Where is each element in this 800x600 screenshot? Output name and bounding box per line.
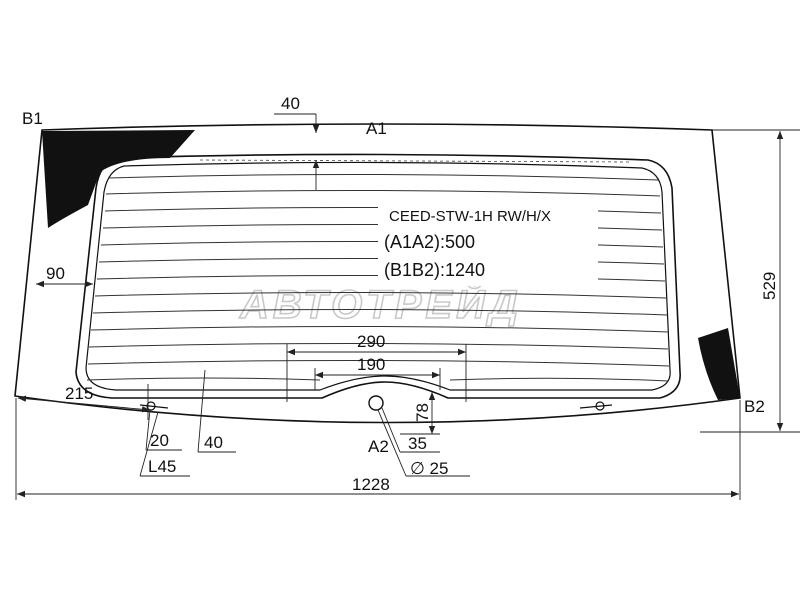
dim-hole-offset-value: 35 [408,434,427,453]
label-b1: B1 [22,109,43,128]
corner-shade-left [42,130,195,228]
dim-side-margin-value: 90 [46,264,65,283]
info-box [378,202,598,286]
label-b2: B2 [744,397,765,416]
model-code: CEED-STW-1H RW/H/X [389,208,551,225]
dim-clip-spacing-value: 40 [204,433,223,452]
dim-top-margin [274,113,320,190]
clip-left [139,401,169,411]
dim-width-value: 1228 [352,475,390,494]
dim-edge-offset-value: 215 [65,384,93,403]
dim-hole-callouts [377,407,470,477]
dim-height-value: 529 [760,272,779,300]
silkscreen-frame-outer [75,153,681,399]
label-a1: A1 [366,119,387,138]
dim-hole-diameter-value: ∅ 25 [410,459,448,478]
dim-hole-spacing-outer [286,344,467,402]
dim-clip-callouts [139,369,236,477]
dim-top-margin-value: 40 [281,94,300,113]
silkscreen-frame-inner [85,161,671,391]
dim-width [15,398,741,500]
dim-clip-offset-value: 20 [150,431,169,450]
watermark: АВТОТРЕЙД [239,280,522,327]
corner-shade-right [698,328,740,400]
dim-hole-spacing-inner [314,368,441,390]
center-hole [368,395,384,411]
glass-outline [14,123,741,424]
clip-right [579,401,613,411]
dim-height [700,129,800,433]
dim-notch-height [400,392,440,435]
dim-edge-offset [17,384,151,420]
dim-notch-height-value: 78 [413,403,432,422]
dimension-b1b2: (B1B2):1240 [384,260,485,280]
dimension-a1a2: (A1A2):500 [384,232,475,252]
label-a2: A2 [368,437,389,456]
dashed-edge [199,159,631,163]
dim-hole-spacing-outer-value: 290 [357,332,385,351]
dim-hole-spacing-inner-value: 190 [357,355,385,374]
dim-clip-length-value: L45 [148,457,176,476]
